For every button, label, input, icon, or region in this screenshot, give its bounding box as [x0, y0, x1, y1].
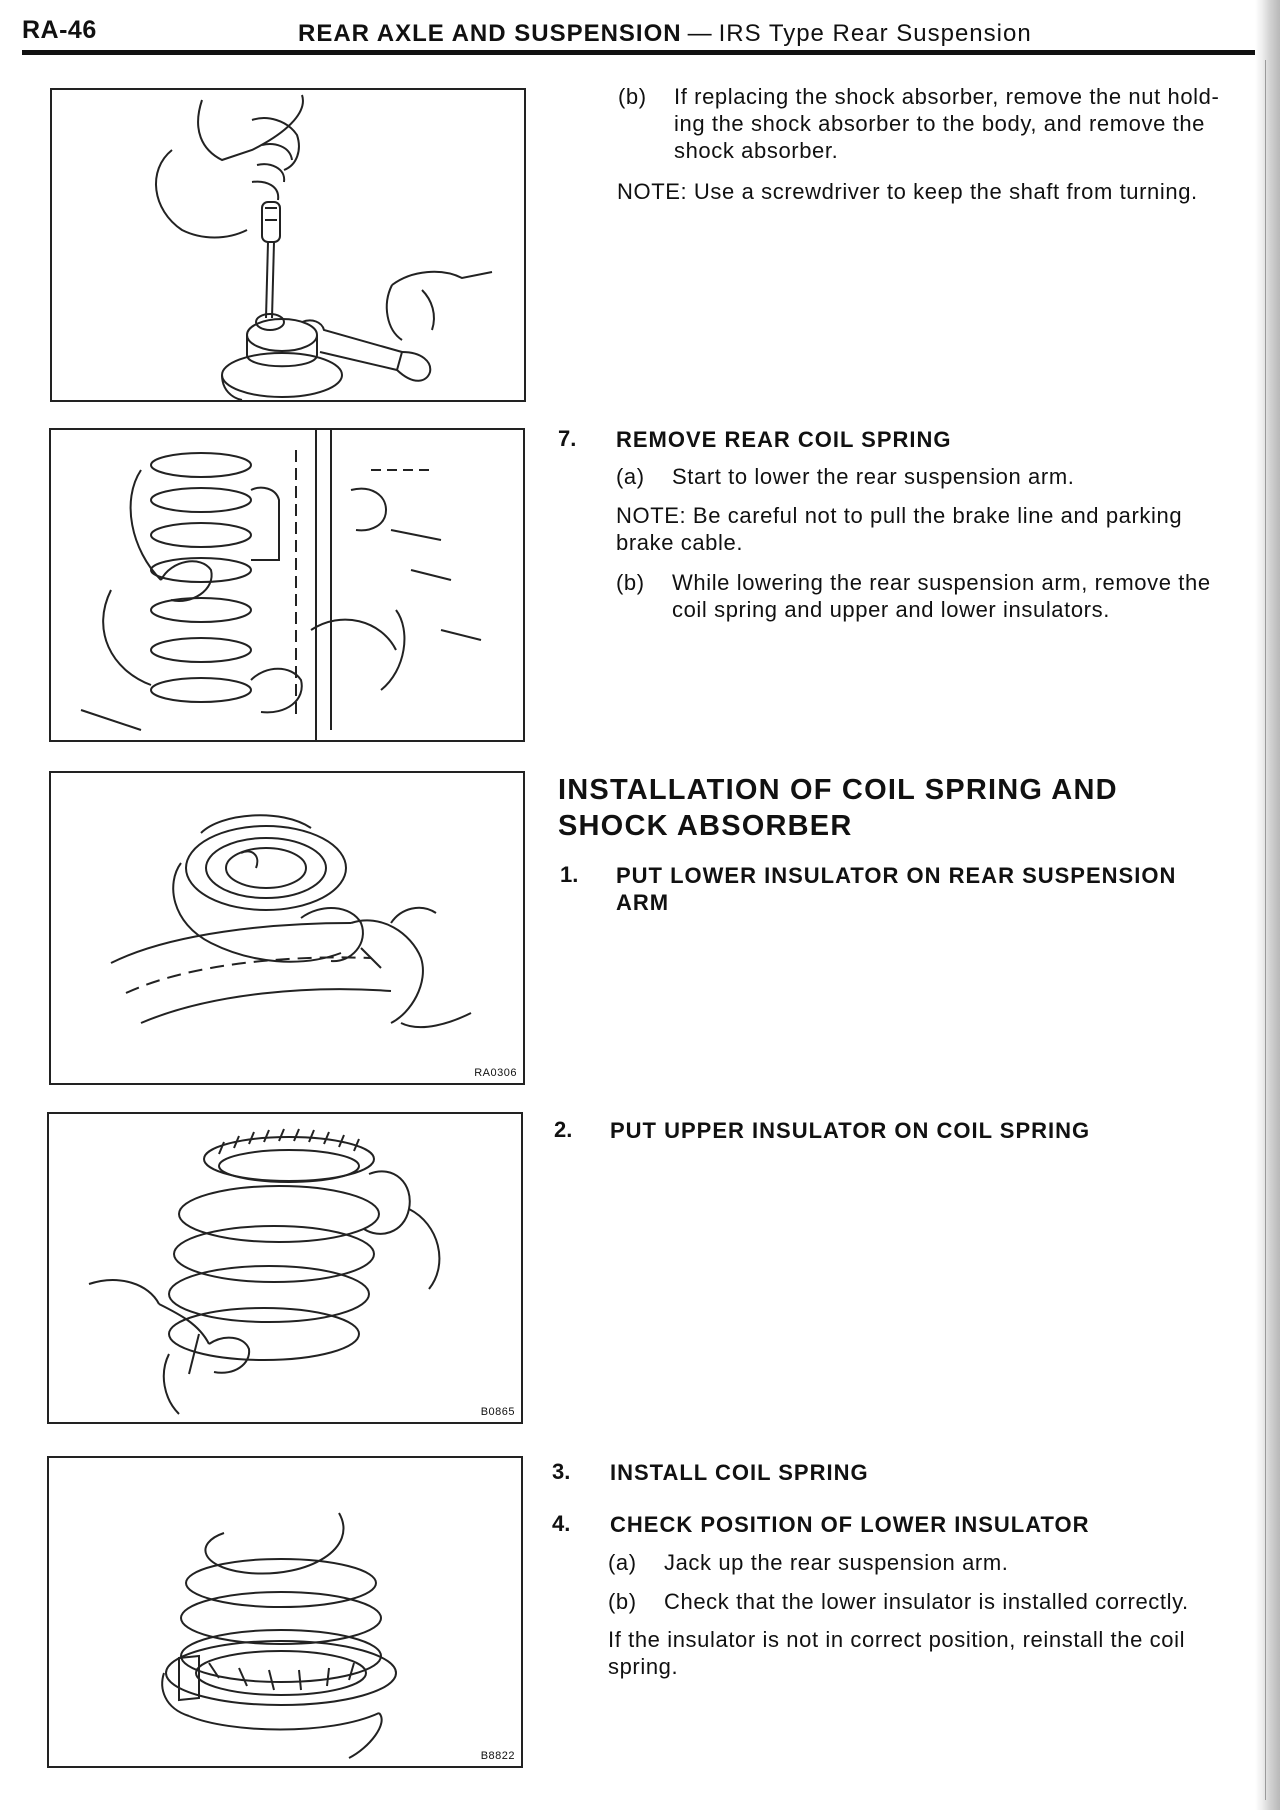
block-b-note: NOTE: Use a screwdriver to keep the shaf… — [617, 179, 1198, 204]
figure-upper-insulator: B0865 — [47, 1112, 523, 1424]
header-title: REAR AXLE AND SUSPENSION — [298, 20, 682, 47]
step-4-note-line2: spring. — [608, 1654, 679, 1679]
figure-install-coil-spring: B8822 — [47, 1456, 523, 1768]
item-label: (b) — [616, 570, 645, 595]
item-label: (b) — [608, 1589, 637, 1614]
step-4-number: 4. — [552, 1511, 571, 1536]
illustration-screwdriver-wrench — [155, 94, 493, 400]
figure-code: RA0306 — [474, 1067, 517, 1079]
figure-remove-coil-spring — [49, 428, 525, 742]
step-7-a-text: Start to lower the rear suspension arm. — [672, 464, 1075, 489]
running-header: REAR AXLE AND SUSPENSION—IRS Type Rear S… — [298, 20, 1032, 48]
step-4-note-line1: If the insulator is not in correct posit… — [608, 1627, 1186, 1652]
item-label: (b) — [618, 84, 647, 109]
step-1-number: 1. — [560, 862, 579, 887]
section-title: INSTALLATION OF COIL SPRING AND SHOCK AB… — [558, 772, 1118, 844]
step-1-title-line1: PUT LOWER INSULATOR ON REAR SUSPENSION — [616, 863, 1177, 888]
step-7-b-text: While lowering the rear suspension arm, … — [672, 570, 1211, 595]
step-7-b: (b) While lowering the rear suspension ar… — [616, 569, 1211, 623]
step-4-a: (a) Jack up the rear suspension arm. — [608, 1549, 1008, 1576]
block-b-text: If replacing the shock absorber, remove … — [674, 84, 1220, 109]
step-4-note: If the insulator is not in correct posit… — [608, 1626, 1185, 1680]
header-subtitle: IRS Type Rear Suspension — [718, 20, 1032, 47]
figure-code: B8822 — [480, 1750, 515, 1762]
item-label: (a) — [608, 1550, 637, 1575]
illustration-coil-spring-installed — [161, 1512, 397, 1759]
figure-shock-absorber-nut — [50, 88, 526, 402]
step-3-title: INSTALL COIL SPRING — [610, 1460, 869, 1485]
step-7-number: 7. — [558, 426, 577, 451]
illustration-coil-spring-removal — [80, 430, 482, 740]
step-4-a-text: Jack up the rear suspension arm. — [664, 1550, 1009, 1575]
section-title-line1: INSTALLATION OF COIL SPRING AND — [558, 774, 1118, 806]
page-number: RA-46 — [22, 16, 97, 44]
step-7-b-line2: coil spring and upper and lower insulato… — [672, 597, 1110, 622]
page-binding-shadow — [1255, 0, 1280, 1810]
step-7-b-line1: (b) While lowering the rear suspension ar… — [616, 569, 1211, 596]
step-4-b-text: Check that the lower insulator is instal… — [664, 1589, 1189, 1614]
step-7-note-line1: NOTE: Be careful not to pull the brake l… — [616, 503, 1183, 528]
step-1-title-line2: ARM — [616, 890, 670, 915]
block-b: (b) If replacing the shock absorber, remo… — [618, 83, 1219, 164]
illustration-upper-insulator — [88, 1128, 441, 1415]
step-1-title: PUT LOWER INSULATOR ON REAR SUSPENSION A… — [616, 862, 1176, 916]
step-4-b: (b) Check that the lower insulator is ins… — [608, 1588, 1189, 1615]
step-7-title: REMOVE REAR COIL SPRING — [616, 427, 952, 452]
step-2-title: PUT UPPER INSULATOR ON COIL SPRING — [610, 1118, 1091, 1143]
block-b-line1: (b) If replacing the shock absorber, remo… — [618, 83, 1219, 110]
step-4-title: CHECK POSITION OF LOWER INSULATOR — [610, 1512, 1090, 1537]
figure-lower-insulator: RA0306 — [49, 771, 525, 1085]
block-b-line3: shock absorber. — [674, 138, 839, 163]
header-dash: — — [687, 20, 713, 47]
illustration-lower-insulator — [110, 814, 472, 1029]
step-3-number: 3. — [552, 1459, 571, 1484]
binding-edge-line — [1265, 60, 1266, 1800]
step-7-note-line2: brake cable. — [616, 530, 744, 555]
block-b-line2: ing the shock absorber to the body, and … — [674, 111, 1206, 136]
step-7-note: NOTE: Be careful not to pull the brake l… — [616, 502, 1182, 556]
header-rule — [22, 50, 1262, 55]
step-2-number: 2. — [554, 1117, 573, 1142]
item-label: (a) — [616, 464, 645, 489]
step-7-a: (a) Start to lower the rear suspension ar… — [616, 463, 1074, 490]
figure-code: B0865 — [480, 1406, 515, 1418]
section-title-line2: SHOCK ABSORBER — [558, 810, 853, 842]
